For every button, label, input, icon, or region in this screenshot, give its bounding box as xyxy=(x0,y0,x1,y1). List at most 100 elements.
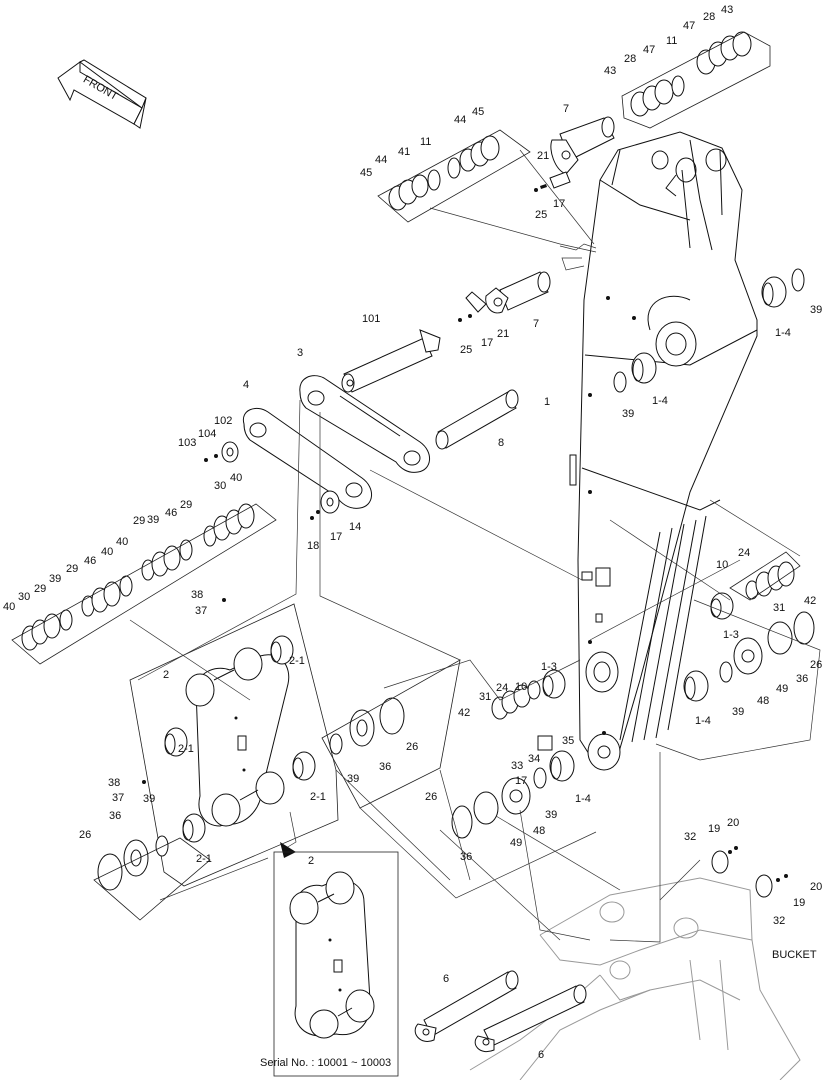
part-label: 43 xyxy=(604,65,616,77)
part-label: 14 xyxy=(349,521,361,533)
link-4 xyxy=(242,408,372,509)
part-label: 28 xyxy=(703,11,715,23)
part-label: 17 xyxy=(515,775,527,787)
part-label: 6 xyxy=(443,973,449,985)
part-label: 1-4 xyxy=(775,327,791,339)
pin-7-middle xyxy=(485,271,551,314)
part-label: 28 xyxy=(624,53,636,65)
part-label: 36 xyxy=(109,810,121,822)
part-label: 3 xyxy=(297,347,303,359)
bucket xyxy=(469,877,801,1080)
lock-plate-21-upper xyxy=(534,171,571,192)
part-label: 39 xyxy=(147,514,159,526)
part-label: 47 xyxy=(643,44,655,56)
part-label: 1 xyxy=(544,396,550,408)
part-label: 48 xyxy=(533,825,545,837)
part-label: 46 xyxy=(84,555,96,567)
part-label: 101 xyxy=(362,313,380,325)
seals-link2-left xyxy=(93,835,211,921)
part-label: 33 xyxy=(511,760,523,772)
part-label: 46 xyxy=(165,507,177,519)
part-label: 37 xyxy=(112,792,124,804)
part-label: 42 xyxy=(458,707,470,719)
part-label: 35 xyxy=(562,735,574,747)
part-label: 42 xyxy=(804,595,816,607)
seals-link2-right xyxy=(321,659,461,809)
part-label: 20 xyxy=(727,817,739,829)
part-label: 17 xyxy=(481,337,493,349)
part-label: 2-1 xyxy=(178,743,194,755)
part-number-labels: 43 28 47 11 28 47 43 7 45 44 41 11 44 45… xyxy=(3,4,822,1061)
part-label: 44 xyxy=(454,114,466,126)
part-label: 43 xyxy=(721,4,733,16)
lock-plate-21-middle xyxy=(458,291,487,322)
part-label: 21 xyxy=(497,328,509,340)
part-label: 7 xyxy=(563,103,569,115)
part-label: 39 xyxy=(622,408,634,420)
part-label: 31 xyxy=(479,691,491,703)
inset-part-label: 2 xyxy=(308,855,314,867)
part-label: 39 xyxy=(347,773,359,785)
part-label: 40 xyxy=(3,601,15,613)
part-label: 40 xyxy=(116,536,128,548)
bearing-center-lower xyxy=(451,750,575,839)
part-label: 48 xyxy=(757,695,769,707)
part-label: 29 xyxy=(180,499,192,511)
part-label: 7 xyxy=(533,318,539,330)
part-label: 39 xyxy=(49,573,61,585)
part-label: 21 xyxy=(537,150,549,162)
part-label: 36 xyxy=(796,673,808,685)
part-label: 24 xyxy=(738,547,750,559)
part-label: 26 xyxy=(425,791,437,803)
part-label: 24 xyxy=(496,682,508,694)
part-label: 41 xyxy=(398,146,410,158)
part-label: 6 xyxy=(538,1049,544,1061)
pin-7-upper xyxy=(550,116,615,175)
bucket-hardware xyxy=(711,846,788,898)
bearing-1-4-upper xyxy=(761,268,805,308)
washer-102 xyxy=(204,441,239,463)
part-label: 40 xyxy=(230,472,242,484)
part-label: 36 xyxy=(379,761,391,773)
part-label: 26 xyxy=(810,659,822,671)
part-label: 4 xyxy=(243,379,249,391)
part-label: 10 xyxy=(515,681,527,693)
part-label: 29 xyxy=(34,583,46,595)
part-label: 39 xyxy=(143,793,155,805)
part-label: 26 xyxy=(406,741,418,753)
part-label: 45 xyxy=(360,167,372,179)
part-label: 44 xyxy=(375,154,387,166)
part-label: 19 xyxy=(708,823,720,835)
link-2-assembly xyxy=(129,598,339,887)
part-label: 49 xyxy=(776,683,788,695)
part-label: 1-4 xyxy=(695,715,711,727)
part-label: 17 xyxy=(330,531,342,543)
inset-link-2: 2 Serial No. : 10001 ~ 10003 xyxy=(260,851,399,1077)
part-label: 36 xyxy=(460,851,472,863)
part-label: 37 xyxy=(195,605,207,617)
part-label: 38 xyxy=(108,777,120,789)
part-label: 10 xyxy=(716,559,728,571)
seal-stack-upper-left xyxy=(377,129,531,223)
part-label: 39 xyxy=(732,706,744,718)
bearing-right-lower xyxy=(683,611,815,702)
part-label: 20 xyxy=(810,881,822,893)
leader-lines xyxy=(129,149,821,943)
part-label: 34 xyxy=(528,753,540,765)
part-label: 38 xyxy=(191,589,203,601)
part-label: 32 xyxy=(773,915,785,927)
part-label: 25 xyxy=(460,344,472,356)
part-label: 1-4 xyxy=(575,793,591,805)
seal-stack-top-right xyxy=(621,31,771,129)
part-label: 102 xyxy=(214,415,232,427)
pin-101 xyxy=(341,329,441,393)
part-label: 19 xyxy=(793,897,805,909)
bearing-1-4-mid xyxy=(613,352,657,393)
link-3 xyxy=(299,375,430,473)
part-label: 45 xyxy=(472,106,484,118)
part-label: 29 xyxy=(133,515,145,527)
part-label: 29 xyxy=(66,563,78,575)
part-label: 30 xyxy=(214,480,226,492)
part-label: 31 xyxy=(773,602,785,614)
